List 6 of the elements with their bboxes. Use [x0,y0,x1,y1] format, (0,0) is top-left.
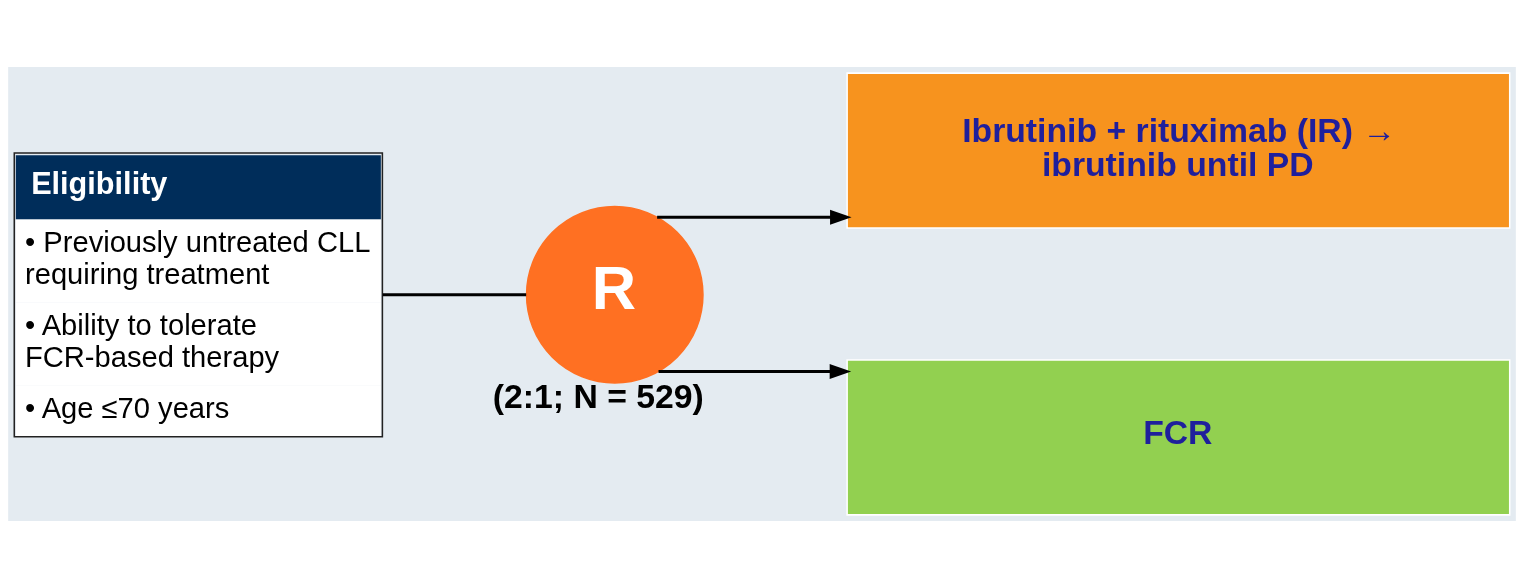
node-circle: R [525,205,704,384]
node-box: FCR [846,359,1511,516]
arrow [658,363,852,379]
node-box: Ibrutinib + rituximab (IR) → ibrutinib until PD [846,72,1511,229]
arrow [657,209,852,225]
connector [382,293,527,297]
